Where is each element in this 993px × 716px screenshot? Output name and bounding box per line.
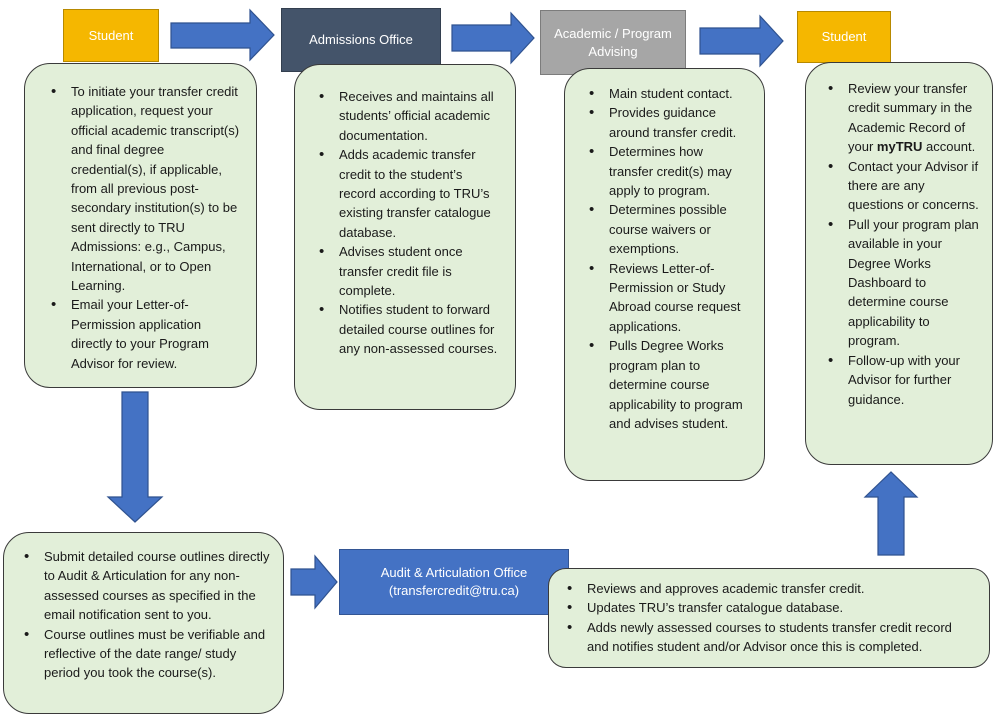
student-final-steps-bubble: Review your transfer credit summary in t… (805, 62, 993, 465)
list-item: Contact your Advisor if there are any qu… (824, 157, 980, 215)
audit-articulation-list: Reviews and approves academic transfer c… (563, 579, 977, 657)
advising-list: Main student contact. Provides guidance … (585, 84, 750, 433)
list-item: Reviews and approves academic transfer c… (563, 579, 977, 599)
list-item: Pulls Degree Works program plan to deter… (585, 336, 750, 433)
text: account. (922, 139, 976, 155)
list-item: Submit detailed course outlines directly… (20, 547, 273, 625)
arrow-up-audit-to-student (863, 471, 919, 556)
arrow-right-admissions-to-advising (451, 11, 535, 65)
list-item: Main student contact. (585, 84, 750, 104)
audit-articulation-office-email: (transfercredit@tru.ca) (388, 583, 520, 598)
academic-program-advising-header: Academic / Program Advising (540, 10, 686, 75)
list-item: Determines possible course waivers or ex… (585, 200, 750, 258)
list-item: Course outlines must be verifiable and r… (20, 625, 273, 683)
list-item: Notifies student to forward detailed cou… (315, 300, 501, 358)
course-outlines-bubble: Submit detailed course outlines directly… (3, 532, 284, 714)
arrow-down-student-to-outlines (106, 391, 164, 523)
student-initial-steps-list: To initiate your transfer credit applica… (47, 82, 240, 373)
academic-program-advising-header-label: Academic / Program Advising (554, 25, 672, 59)
list-item: Receives and maintains all students’ off… (315, 87, 501, 145)
list-item: Review your transfer credit summary in t… (824, 79, 980, 157)
audit-articulation-office-header: Audit & Articulation Office (transfercre… (339, 549, 569, 615)
arrow-right-advising-to-student (699, 14, 784, 68)
admissions-office-header-label: Admissions Office (309, 32, 413, 47)
list-item: Reviews Letter-of-Permission or Study Ab… (585, 259, 750, 337)
mytru-emphasis: myTRU (876, 139, 923, 155)
student-final-steps-list: Review your transfer credit summary in t… (824, 79, 980, 409)
arrow-right-student-to-admissions (170, 8, 275, 62)
admissions-office-header: Admissions Office (281, 8, 441, 72)
list-item: Determines how transfer credit(s) may ap… (585, 142, 750, 200)
course-outlines-list: Submit detailed course outlines directly… (20, 547, 273, 683)
list-item: Follow-up with your Advisor for further … (824, 351, 980, 409)
admissions-office-list: Receives and maintains all students’ off… (315, 87, 501, 359)
list-item: Adds academic transfer credit to the stu… (315, 145, 501, 242)
list-item: Updates TRU’s transfer catalogue databas… (563, 598, 977, 618)
list-item: Adds newly assessed courses to students … (563, 618, 977, 657)
text: Review your transfer credit summary in t… (848, 81, 973, 155)
list-item: Advises student once transfer credit fil… (315, 242, 501, 300)
list-item: Email your Letter-of-Permission applicat… (47, 295, 240, 373)
list-item: Pull your program plan available in your… (824, 215, 980, 351)
audit-articulation-office-title: Audit & Articulation Office (380, 565, 528, 580)
audit-articulation-bubble: Reviews and approves academic transfer c… (548, 568, 990, 668)
student-initial-steps-bubble: To initiate your transfer credit applica… (24, 63, 257, 388)
student-final-header: Student (797, 11, 891, 63)
admissions-office-bubble: Receives and maintains all students’ off… (294, 64, 516, 410)
arrow-right-outlines-to-audit (290, 554, 338, 610)
student-final-header-label: Student (821, 29, 867, 44)
list-item: To initiate your transfer credit applica… (47, 82, 240, 295)
list-item: Provides guidance around transfer credit… (585, 103, 750, 142)
student-header: Student (63, 9, 159, 62)
advising-bubble: Main student contact. Provides guidance … (564, 68, 765, 481)
student-header-label: Student (88, 27, 134, 43)
